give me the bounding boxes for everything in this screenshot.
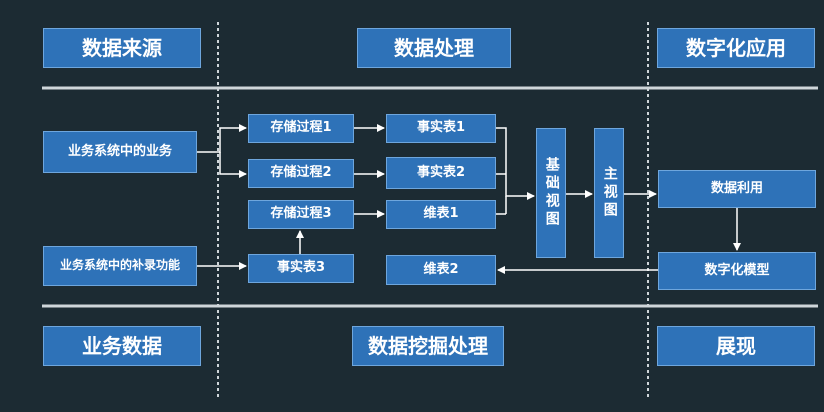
arrow-source-to-proc1 xyxy=(197,124,247,153)
dimension-table-1: 维表1 xyxy=(386,200,496,229)
header-data-processing: 数据处理 xyxy=(357,28,511,68)
fact-table-2: 事实表2 xyxy=(386,157,496,189)
data-utilization: 数据利用 xyxy=(658,170,816,208)
source-business-system: 业务系统中的业务 xyxy=(43,131,197,173)
base-view: 基础视图 xyxy=(536,128,566,258)
arrow-source-to-proc2 xyxy=(219,152,247,178)
subject-view: 主视图 xyxy=(594,128,624,258)
digital-model: 数字化模型 xyxy=(658,252,816,290)
header-data-source: 数据来源 xyxy=(43,28,201,68)
header-business-data: 业务数据 xyxy=(43,326,201,366)
dimension-table-2: 维表2 xyxy=(386,255,496,285)
header-digital-application: 数字化应用 xyxy=(657,28,815,68)
stored-proc-1: 存储过程1 xyxy=(248,114,354,143)
header-data-mining: 数据挖掘处理 xyxy=(352,326,504,366)
fact-table-3: 事实表3 xyxy=(248,254,354,283)
arrow-fact1-to-base xyxy=(496,127,535,200)
stored-proc-3: 存储过程3 xyxy=(248,200,354,229)
stored-proc-2: 存储过程2 xyxy=(248,159,354,188)
header-presentation: 展现 xyxy=(657,326,815,366)
source-supplement-function: 业务系统中的补录功能 xyxy=(43,246,197,286)
fact-table-1: 事实表1 xyxy=(386,114,496,143)
